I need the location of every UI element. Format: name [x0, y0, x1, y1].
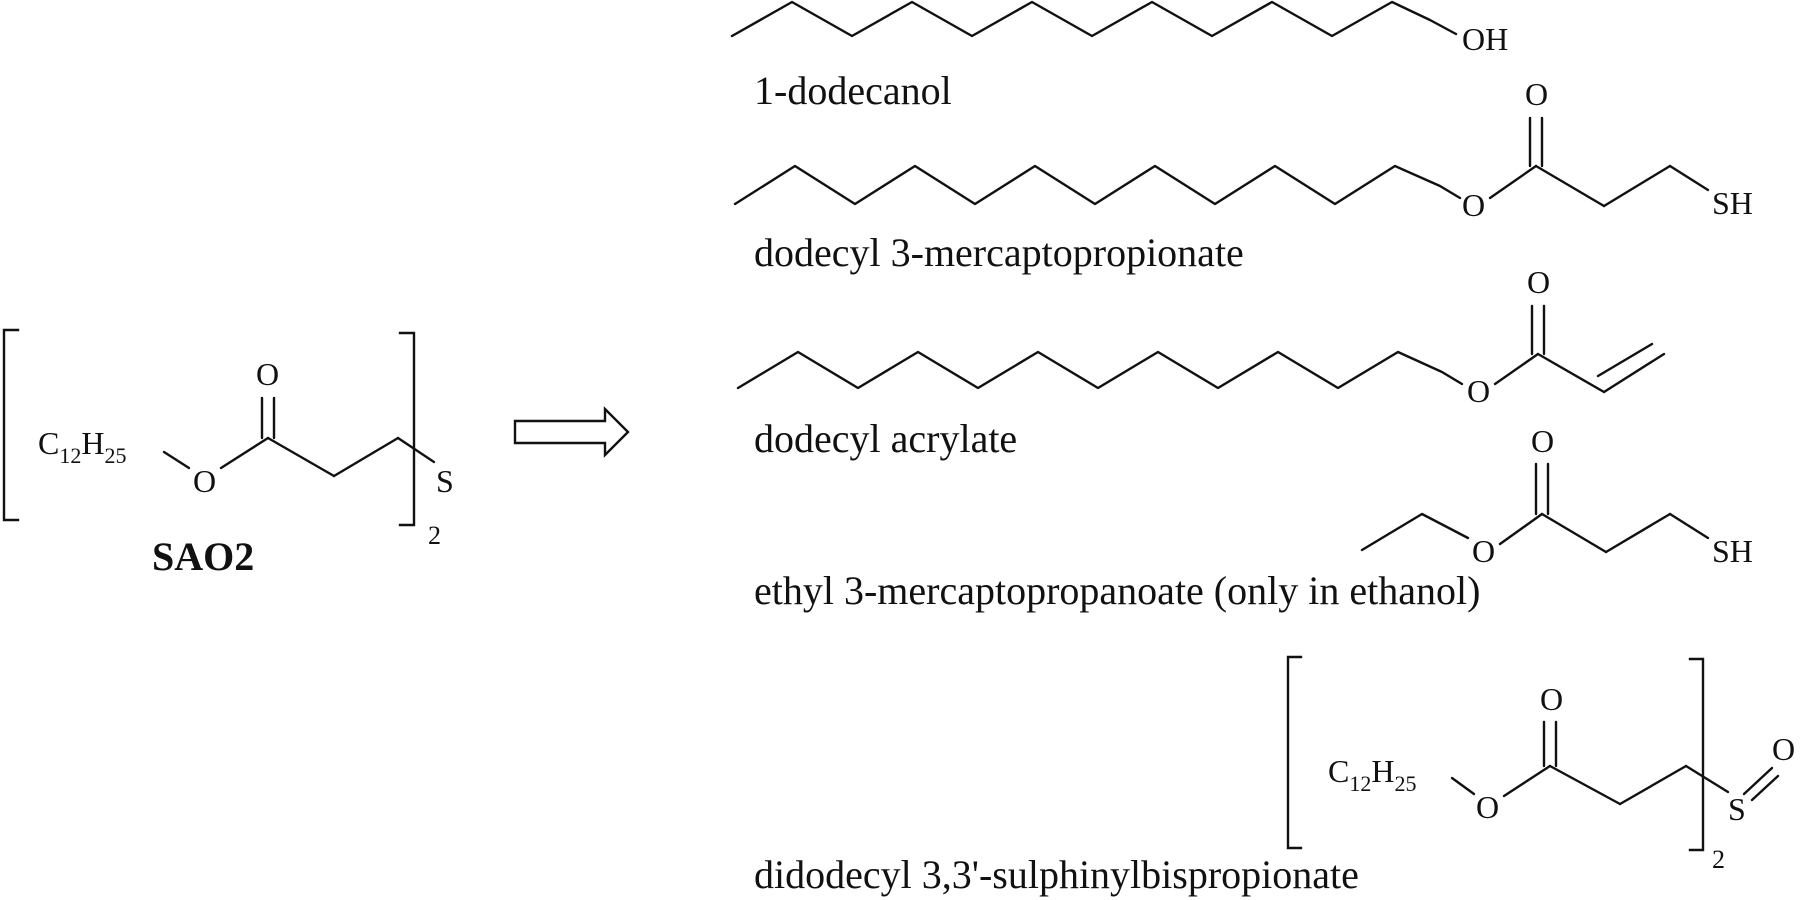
sao2-bond [396, 436, 436, 464]
product-3-bond [1536, 352, 1606, 394]
product-5-repeat-count: 2 [1712, 845, 1725, 874]
scheme-arrow [513, 406, 630, 458]
sao2-bond [219, 436, 270, 470]
product-3-chain [736, 350, 1464, 390]
product-3-dodecyl-acrylate: O O dodecyl acrylate [736, 264, 1666, 461]
product-1-label: 1-dodecanol [754, 68, 952, 113]
product-4-carbonyl-oxygen: O [1531, 423, 1554, 459]
product-5-bond [1502, 764, 1552, 798]
product-2-carbonyl-oxygen: O [1525, 76, 1548, 112]
product-5-bond [1450, 776, 1476, 796]
product-2-bond [1534, 164, 1606, 208]
product-4-chain [1360, 512, 1470, 552]
product-2-bond [1668, 164, 1710, 192]
product-5-label: didodecyl 3,3'-sulphinylbispropionate [754, 852, 1359, 897]
product-4-thiol-group: SH [1712, 533, 1753, 569]
product-2-label: dodecyl 3-mercaptopropionate [754, 230, 1244, 275]
product-1-dodecanol: OH 1-dodecanol [730, 0, 1508, 113]
product-4-ester-oxygen: O [1472, 533, 1495, 569]
product-4-bond [1540, 512, 1608, 554]
product-5-carbonyl-oxygen: O [1540, 681, 1563, 717]
sao2-repeat-count: 2 [428, 521, 441, 550]
product-5-ester-oxygen: O [1476, 789, 1499, 825]
sao2-right-bracket [398, 331, 416, 527]
sao2-carbonyl-oxygen: O [256, 356, 279, 392]
product-2-thiol-group: SH [1712, 185, 1753, 221]
product-4-label: ethyl 3-mercaptopropanoate (only in etha… [754, 568, 1480, 613]
product-2-ester-oxygen: O [1462, 187, 1485, 223]
sao2-left-bracket [2, 328, 20, 522]
product-3-label: dodecyl acrylate [754, 416, 1017, 461]
product-2-bond [1488, 164, 1538, 200]
product-3-bond [1602, 352, 1666, 394]
product-3-bond [1596, 342, 1654, 378]
product-1-chain [730, 0, 1458, 38]
product-5-sulfur: S [1728, 791, 1746, 827]
hydroxyl-group: OH [1462, 21, 1508, 57]
product-3-bond [1493, 352, 1540, 386]
product-5-bond [1548, 764, 1622, 806]
sao2-structure: C12H25 O O S 2 SAO2 [2, 328, 454, 579]
product-2-chain [733, 164, 1462, 206]
product-2-dodecyl-3-mercaptopropionate: O O SH dodecyl 3-mercaptopropionate [733, 76, 1753, 275]
sao2-label: SAO2 [152, 534, 254, 579]
sao2-bond [162, 450, 191, 470]
product-5-sulfoxide-oxygen: O [1772, 731, 1795, 767]
sao2-sulfur: S [436, 463, 454, 499]
sao2-bond [332, 436, 400, 478]
product-5-bond [1684, 764, 1730, 794]
product-5-right-bracket [1688, 657, 1705, 852]
product-4-ethyl-3-mercaptopropanoate: O O SH ethyl 3-mercaptopropanoate (only … [754, 423, 1753, 613]
product-5-bond [1618, 764, 1688, 806]
product-5-alkyl-formula: C12H25 [1328, 753, 1416, 796]
product-5-left-bracket [1286, 655, 1303, 850]
product-5-bond [1750, 774, 1780, 802]
product-4-bond [1498, 512, 1544, 546]
sao2-alkyl-formula: C12H25 [38, 425, 126, 468]
product-5-didodecyl-sulphinylbispropionate: C12H25 O O S O 2 didodecyl 3,3'-sulphiny… [754, 655, 1795, 897]
product-3-carbonyl-oxygen: O [1527, 264, 1550, 300]
product-2-bond [1602, 164, 1672, 208]
product-4-bond [1668, 512, 1710, 540]
sao2-bond [266, 436, 336, 478]
product-4-bond [1604, 512, 1672, 554]
product-3-ester-oxygen: O [1467, 373, 1490, 409]
sao2-ester-oxygen: O [193, 463, 216, 499]
product-5-bond [1742, 766, 1774, 796]
